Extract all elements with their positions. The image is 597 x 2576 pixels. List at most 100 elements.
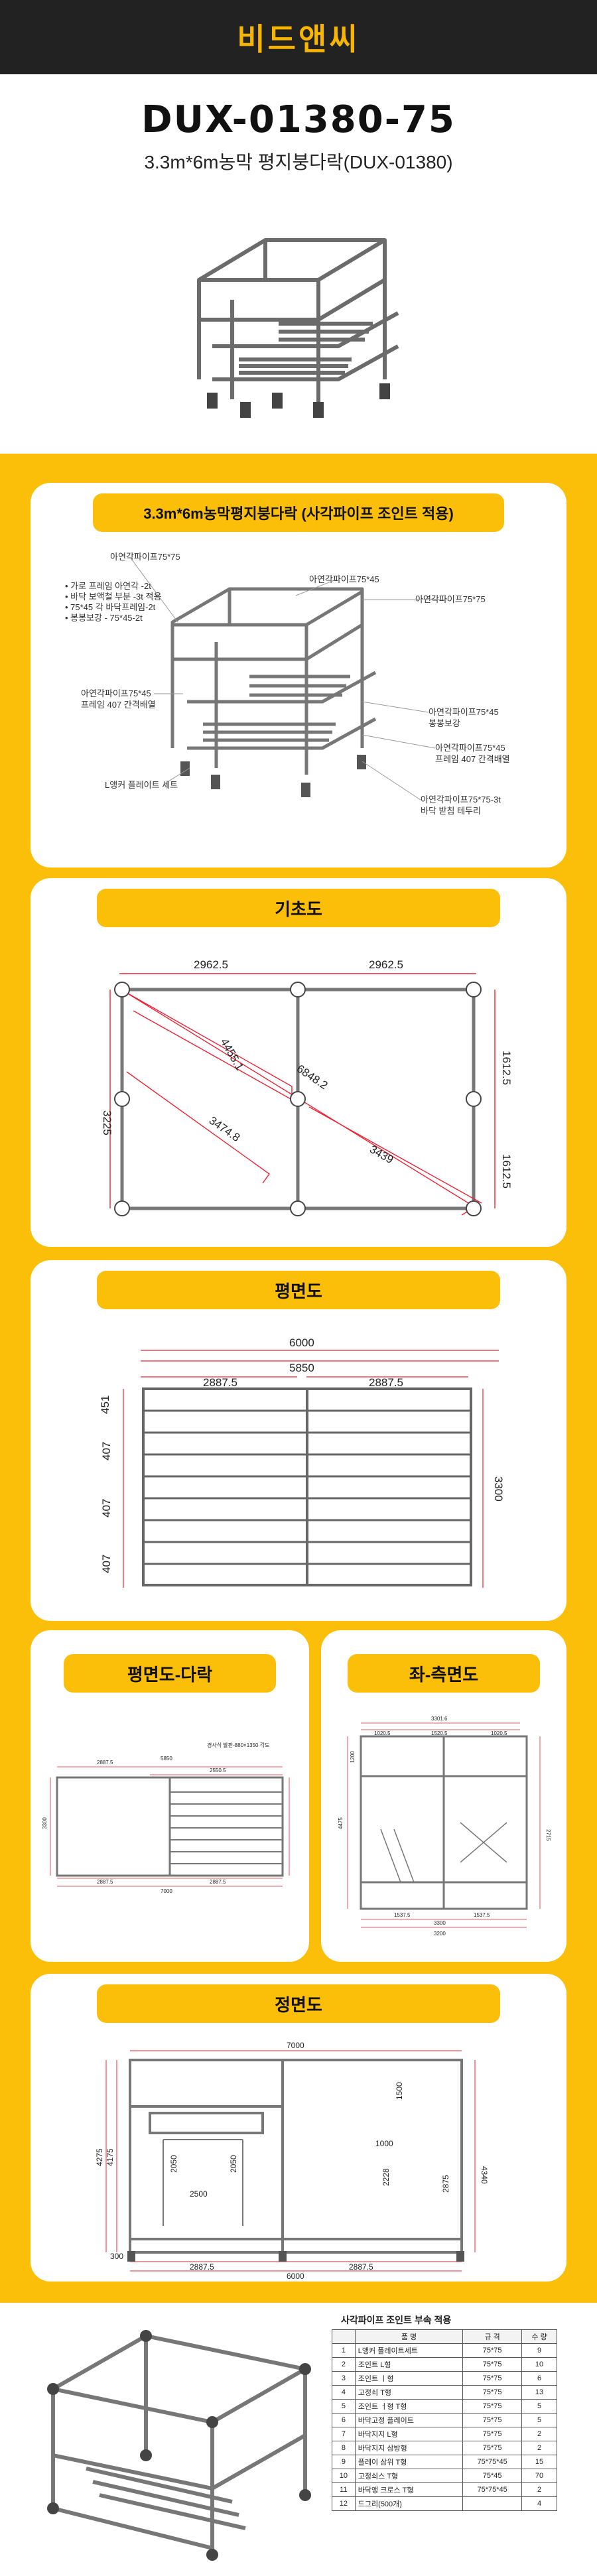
front-dim-m: 6000 bbox=[287, 2272, 304, 2281]
dim-diag-b: 6848.2 bbox=[295, 1063, 330, 1092]
label-note-1: • 가로 프레임 아연각 -2t bbox=[65, 581, 151, 591]
foundation-card: 기초도 2962.5 2962.5 1612.5 1612. bbox=[31, 878, 566, 1247]
front-dim-l: 2887.5 bbox=[349, 2262, 373, 2272]
cell-no: 2 bbox=[332, 2357, 356, 2372]
cell-name: L앵커 플레이트세트 bbox=[354, 2343, 464, 2358]
dim-inner: 5850 bbox=[289, 1362, 314, 1374]
dim-left-c: 407 bbox=[100, 1499, 113, 1517]
plan-card: 평면도 6000 5850 2887.5 2887.5 451 407 407 … bbox=[31, 1260, 566, 1621]
overview-title: 3.3m*6m농막평지붕다락 (사각파이프 조인트 적용) bbox=[93, 493, 504, 532]
front-dim-j: 2875 bbox=[441, 2175, 450, 2193]
front-view-card: 정면도 7000 1500 bbox=[31, 1974, 566, 2282]
side-dim-f: 3300 bbox=[434, 1920, 446, 1926]
cell-qty: 2 bbox=[521, 2482, 557, 2497]
cell-no: 12 bbox=[332, 2496, 356, 2511]
cell-no: 6 bbox=[332, 2413, 356, 2427]
label-bottom-left: L앵커 플레이트 세트 bbox=[105, 780, 178, 790]
front-dim-i: 4340 bbox=[480, 2166, 489, 2184]
loft-plan-title: 평면도-다락 bbox=[64, 1654, 276, 1693]
loft-dim-e: 5850 bbox=[161, 1756, 172, 1762]
cell-spec: 75*75 bbox=[462, 2357, 523, 2372]
side-dim-h3: 2715 bbox=[545, 1829, 551, 1841]
cell-name: 고정쇠스 T형 bbox=[354, 2469, 464, 2483]
cell-name: 조인트 L형 bbox=[354, 2357, 464, 2372]
front-dim-c: 2050 bbox=[169, 2155, 178, 2173]
loft-dim-c: 2887.5 bbox=[97, 1879, 113, 1885]
side-dim-d: 1537.5 bbox=[394, 1912, 411, 1918]
dim-half-b: 2887.5 bbox=[369, 1376, 403, 1389]
loft-note: 경사식 발판-880×1350 각도 bbox=[207, 1742, 269, 1748]
cell-spec: 75*75*45 bbox=[462, 2455, 523, 2469]
cell-spec: 75*75*45 bbox=[462, 2482, 523, 2497]
label-note-3: • 75*45 각 바닥프레임-2t bbox=[65, 602, 156, 612]
parts-table-header: 품 명 규 격 수 량 bbox=[332, 2329, 557, 2344]
cell-name: 드그리(500개) bbox=[354, 2496, 464, 2511]
dim-diag-d: 3439 bbox=[367, 1143, 395, 1166]
side-view-title: 좌-측면도 bbox=[348, 1654, 540, 1693]
dim-left-a: 451 bbox=[99, 1395, 111, 1414]
cell-qty: 13 bbox=[521, 2385, 557, 2400]
cell-spec: 75*75 bbox=[462, 2343, 523, 2358]
side-dim-top: 3301.6 bbox=[431, 1716, 448, 1722]
cell-spec: 75*75 bbox=[462, 2399, 523, 2414]
side-dim-c: 1020.5 bbox=[491, 1730, 507, 1736]
front-dim-f: 2228 bbox=[381, 2168, 391, 2186]
label-top-mid: 아연각파이프75*45 bbox=[309, 574, 379, 584]
hero-structure-illustration bbox=[197, 238, 399, 418]
label-bottom-right: 아연각파이프75*75-3t 바닥 받침 테두리 bbox=[421, 795, 501, 816]
cell-spec: 75*75 bbox=[462, 2385, 523, 2400]
side-dim-b: 1520.5 bbox=[431, 1730, 448, 1736]
cell-name: 바닥지지 삼방형 bbox=[354, 2441, 464, 2455]
dim-left-b: 407 bbox=[100, 1442, 113, 1460]
parts-table-title: 사각파이프 조인트 부속 적용 bbox=[341, 2315, 452, 2325]
foundation-diagram: 2962.5 2962.5 1612.5 1612.5 3225 4455.1 … bbox=[101, 958, 513, 1216]
loft-dim-f: 3300 bbox=[42, 1817, 48, 1829]
overview-card: 3.3m*6m농막평지붕다락 (사각파이프 조인트 적용) 아연각파이프75*7… bbox=[31, 483, 566, 868]
loft-dim-d: 2887.5 bbox=[210, 1879, 226, 1885]
hero-section: DUX-01380-75 3.3m*6m농막 평지붕다락(DUX-01380) bbox=[0, 74, 597, 446]
cell-name: 고정쇠 T형 bbox=[354, 2385, 464, 2400]
front-view-diagram: 7000 1500 1000 2050 2050 2500 2228 4275 … bbox=[95, 2041, 489, 2281]
dim-top-b: 2962.5 bbox=[369, 958, 403, 971]
cell-spec: 75*75 bbox=[462, 2371, 523, 2386]
foundation-title: 기초도 bbox=[97, 889, 500, 927]
product-subtitle: 3.3m*6m농막 평지붕다락(DUX-01380) bbox=[144, 152, 453, 172]
dim-diag-c: 3474.8 bbox=[207, 1114, 242, 1144]
cell-name: 바닥앵 크로스 T형 bbox=[354, 2482, 464, 2497]
cell-no: 7 bbox=[332, 2427, 356, 2441]
plan-title: 평면도 bbox=[97, 1271, 500, 1309]
col-spec: 규 격 bbox=[462, 2329, 523, 2344]
cell-spec: 75*75 bbox=[462, 2413, 523, 2427]
side-view-card: 좌-측면도 3301.6 1020.5 1520.5 1020.5 1200 bbox=[321, 1630, 566, 1962]
label-left-mid: 아연각파이프75*45 프레임 407 간격배열 bbox=[81, 688, 156, 710]
label-top-left: 아연각파이프75*75 bbox=[110, 552, 180, 562]
front-dim-a: 1500 bbox=[395, 2082, 404, 2100]
front-dim-d: 2050 bbox=[229, 2155, 238, 2173]
front-dim-b: 1000 bbox=[375, 2139, 393, 2148]
loft-plan-diagram: 경사식 발판-880×1350 각도 2887.5 2550.5 2887.5 … bbox=[42, 1742, 290, 1894]
front-dim-e: 2500 bbox=[190, 2189, 208, 2199]
cell-no: 10 bbox=[332, 2469, 356, 2483]
side-dim-h2: 4475 bbox=[338, 1817, 344, 1829]
cell-name: 플레이 삼위 T형 bbox=[354, 2455, 464, 2469]
dim-right: 3300 bbox=[492, 1476, 505, 1502]
front-dim-top: 7000 bbox=[287, 2041, 304, 2050]
cell-qty: 5 bbox=[521, 2413, 557, 2427]
cell-qty: 2 bbox=[521, 2441, 557, 2455]
loft-dim-b: 2550.5 bbox=[210, 1768, 226, 1773]
dim-left-d: 407 bbox=[100, 1555, 113, 1573]
label-top-right: 아연각파이프75*75 bbox=[415, 594, 486, 604]
cell-spec bbox=[462, 2496, 523, 2511]
label-right-a: 아연각파이프75*45 봉봉보강 bbox=[429, 707, 499, 728]
cell-no: 3 bbox=[332, 2371, 356, 2386]
cell-qty: 10 bbox=[521, 2357, 557, 2372]
